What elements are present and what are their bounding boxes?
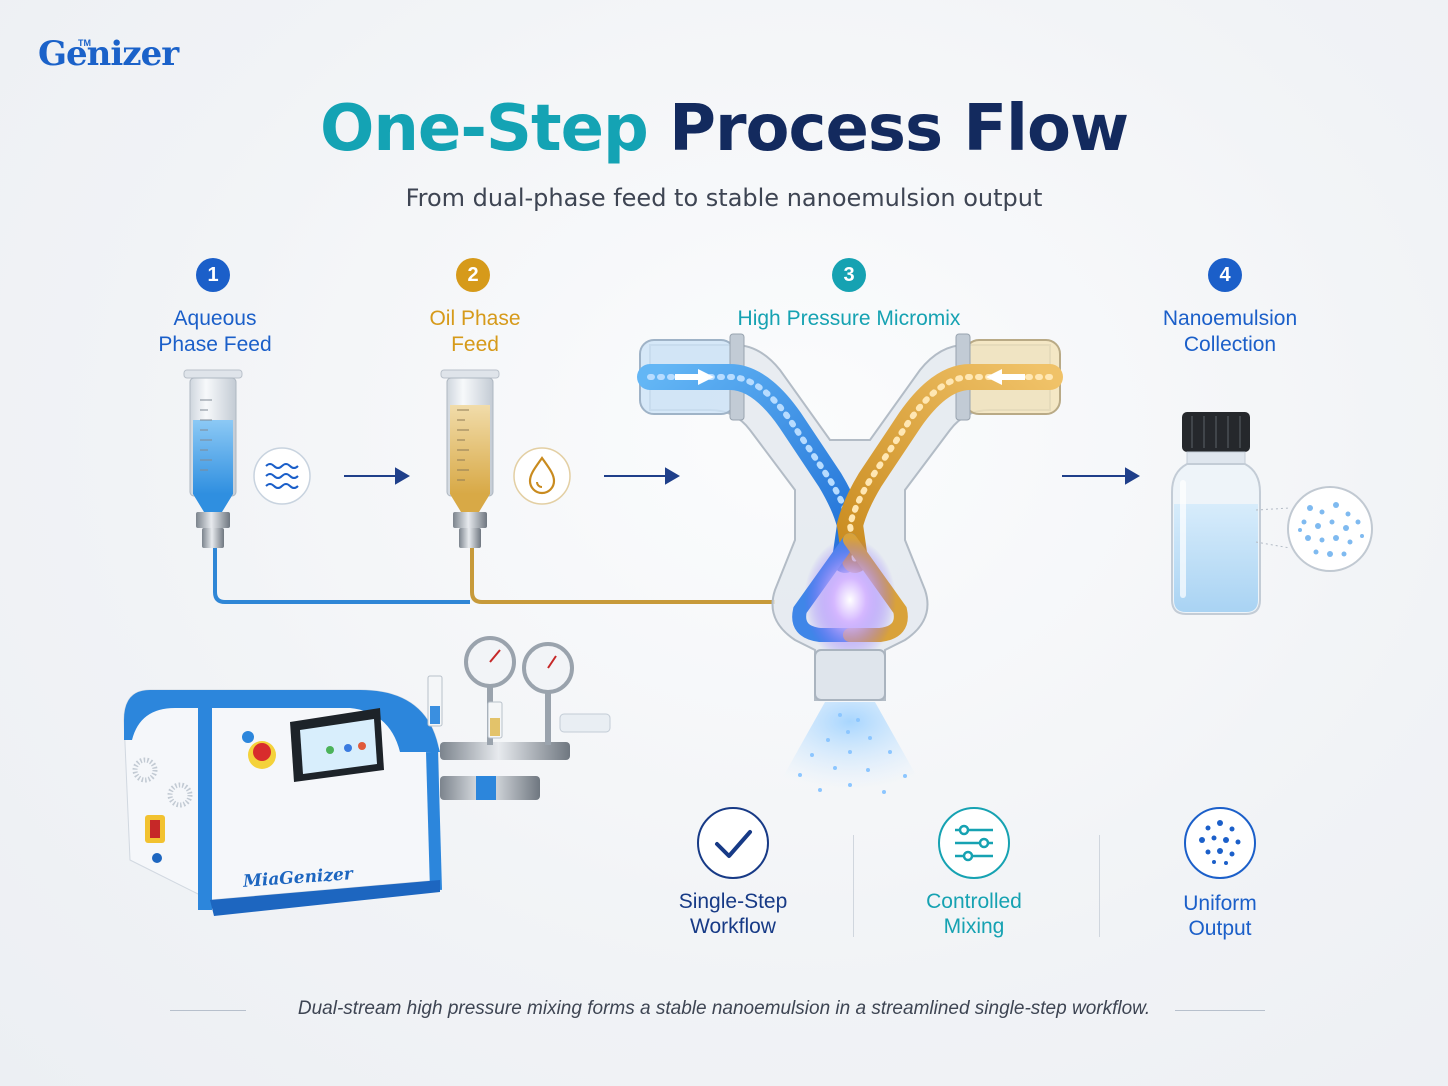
checkmark-icon: [697, 807, 769, 879]
step-1-label-line-2: Phase Feed: [158, 333, 272, 356]
trademark-mark: TM: [78, 38, 91, 48]
oil-syringe: [440, 369, 500, 548]
feature-2-line-1: Controlled: [926, 890, 1022, 913]
page-subtitle: From dual-phase feed to stable nanoemuls…: [405, 184, 1043, 212]
step-2-label-line-2: Feed: [451, 333, 499, 356]
feature-3-line-2: Output: [1188, 917, 1252, 940]
wave-icon: [253, 447, 311, 505]
step-1-badge: 1: [196, 258, 230, 292]
step-2-badge: 2: [456, 258, 490, 292]
arrow-right-icon: [344, 467, 410, 485]
title-part-1: One-Step: [319, 92, 649, 166]
oil-feed-line: [470, 545, 775, 604]
footer-rule-left: [170, 1010, 246, 1011]
feature-divider: [1099, 835, 1100, 937]
step-1-label: Aqueous Phase Feed: [115, 306, 315, 358]
arrow-right-icon: [604, 467, 680, 485]
step-2-label-line-1: Oil Phase: [429, 307, 521, 330]
feature-single-step: Single-Step Workflow: [643, 889, 823, 939]
step-2-label: Oil Phase Feed: [375, 306, 575, 358]
feature-2-line-2: Mixing: [943, 915, 1005, 938]
title-part-2: Process Flow: [669, 92, 1129, 166]
dots-icon: [1184, 807, 1256, 879]
step-3-label-line-1: High Pressure Micromix: [737, 307, 961, 330]
homogenizer-machine: [123, 636, 611, 916]
arrow-right-icon: [1062, 467, 1140, 485]
step-3-badge: 3: [832, 258, 866, 292]
step-4-label-line-2: Collection: [1183, 333, 1277, 356]
logo-text: Genizer: [38, 34, 179, 74]
footer-rule-right: [1175, 1010, 1265, 1011]
feature-1-line-2: Workflow: [690, 915, 776, 938]
droplet-zoom: [1255, 486, 1373, 572]
feature-1-line-1: Single-Step: [678, 890, 788, 913]
y-micromixer: [637, 333, 1063, 800]
aqueous-feed-line: [213, 545, 470, 604]
feature-divider: [853, 835, 854, 937]
feature-controlled-mixing: Controlled Mixing: [884, 889, 1064, 939]
step-4-label: Nanoemulsion Collection: [1120, 306, 1340, 358]
feature-3-line-1: Uniform: [1183, 892, 1257, 915]
page-title: One-Step Process Flow: [0, 92, 1448, 166]
aqueous-syringe: [183, 369, 243, 548]
step-4-badge: 4: [1208, 258, 1242, 292]
step-3-label: High Pressure Micromix: [700, 306, 998, 332]
step-1-label-line-1: Aqueous: [173, 307, 257, 330]
droplet-icon: [513, 447, 571, 505]
sliders-icon: [938, 807, 1010, 879]
step-4-label-line-1: Nanoemulsion: [1162, 307, 1298, 330]
feature-uniform-output: Uniform Output: [1130, 891, 1310, 941]
nanoemulsion-vial: [1171, 412, 1261, 615]
footer-caption: Dual-stream high pressure mixing forms a…: [297, 998, 1151, 1019]
brand-logo: TM Genizer: [38, 34, 179, 74]
